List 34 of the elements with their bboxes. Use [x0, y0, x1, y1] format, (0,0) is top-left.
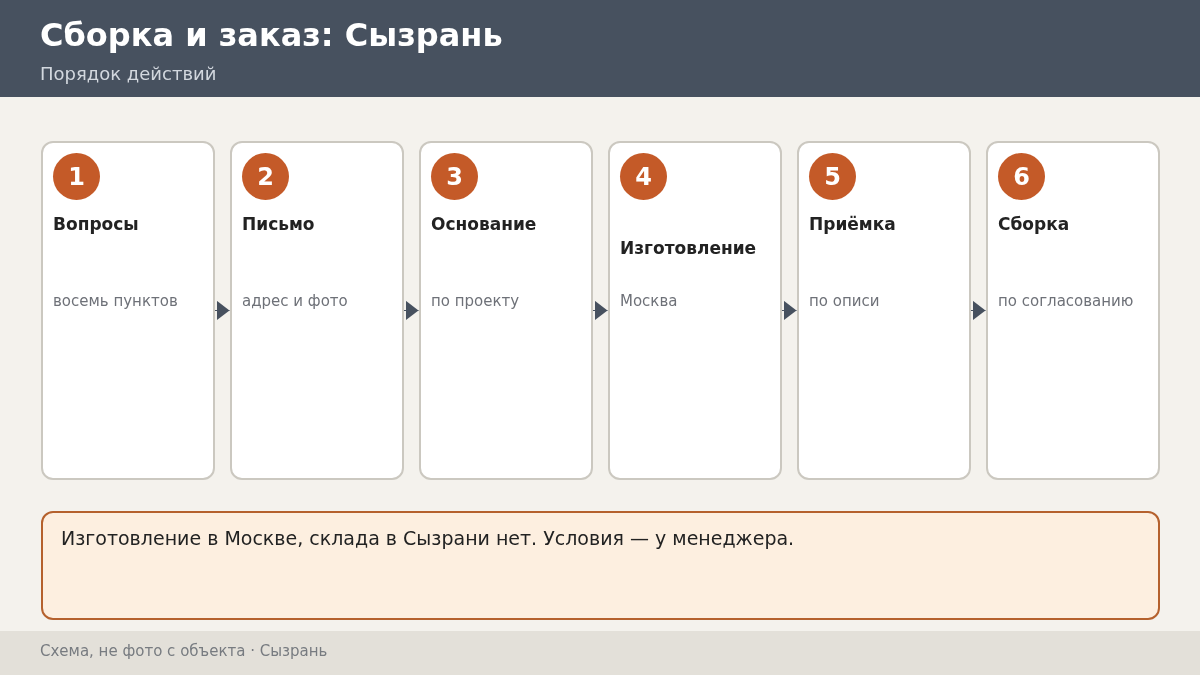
- step-description: адрес и фото: [242, 291, 348, 311]
- arrow: [592, 300, 608, 321]
- step-title: Письмо: [242, 213, 315, 235]
- step-number-badge: 6: [998, 153, 1045, 200]
- step-number-badge: 4: [620, 153, 667, 200]
- step-title: Основание: [431, 213, 537, 235]
- step-card: [608, 141, 782, 480]
- step-description: восемь пунктов: [53, 291, 178, 311]
- step-number-badge: 5: [809, 153, 856, 200]
- note-box: [41, 511, 1160, 620]
- step-description: Москва: [620, 291, 678, 311]
- step-title: Вопросы: [53, 213, 139, 235]
- step-title: Сборка: [998, 213, 1070, 235]
- note-text: Изготовление в Москве, склада в Сызрани нет. Условия — у менеджера.: [61, 526, 795, 551]
- step-number-badge: 1: [53, 153, 100, 200]
- step-description: по согласованию: [998, 291, 1134, 311]
- step-description: по проекту: [431, 291, 520, 311]
- arrow: [970, 300, 986, 321]
- step-card: [230, 141, 404, 480]
- footer-note: Схема, не фото с объекта · Сызрань: [40, 641, 328, 661]
- arrow: [214, 300, 230, 321]
- title: Сборка и заказ: Сызрань: [40, 15, 503, 55]
- subtitle: Порядок действий: [40, 62, 217, 86]
- step-number-badge: 2: [242, 153, 289, 200]
- step-card: [797, 141, 971, 480]
- step-number-badge: 3: [431, 153, 478, 200]
- step-title: Приёмка: [809, 213, 896, 235]
- step-card: [986, 141, 1160, 480]
- arrow: [781, 300, 797, 321]
- step-description: по описи: [809, 291, 880, 311]
- step-card: [41, 141, 215, 480]
- arrow: [403, 300, 419, 321]
- step-card: [419, 141, 593, 480]
- step-title: Изготовление: [620, 237, 757, 259]
